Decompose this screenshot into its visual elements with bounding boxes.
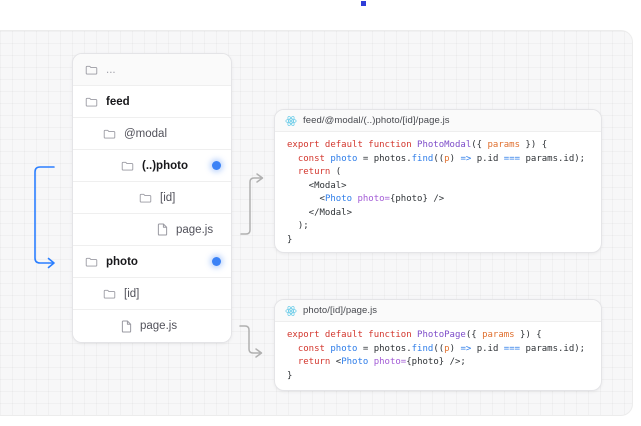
react-icon <box>285 115 297 127</box>
code-snippet-card: photo/[id]/page.js export default functi… <box>274 299 602 391</box>
folder-icon <box>103 128 116 140</box>
file-tree: ... feed @modal <box>72 53 232 343</box>
tree-label: photo <box>106 255 138 268</box>
file-icon <box>121 319 132 333</box>
tree-label: ... <box>106 63 116 76</box>
folder-icon <box>103 288 116 300</box>
tree-row: [id] <box>73 278 231 310</box>
text-cursor-mark <box>361 1 366 6</box>
tree-label: page.js <box>176 223 214 236</box>
tree-row: photo <box>73 246 231 278</box>
folder-icon <box>85 64 98 76</box>
code-snippet-header: photo/[id]/page.js <box>275 300 601 322</box>
tree-label: feed <box>106 95 130 108</box>
code-snippet-header: feed/@modal/(..)photo/[id]/page.js <box>275 110 601 132</box>
code-body: export default function PhotoModal({ par… <box>287 140 586 245</box>
code-filename: feed/@modal/(..)photo/[id]/page.js <box>303 115 450 126</box>
tree-label: @modal <box>124 127 167 140</box>
file-icon <box>157 223 168 236</box>
folder-icon <box>85 96 98 108</box>
code-snippet-card: feed/@modal/(..)photo/[id]/page.js expor… <box>274 109 602 253</box>
tree-row: @modal <box>73 118 231 150</box>
active-route-dot <box>212 257 221 266</box>
tree-row: page.js <box>73 214 231 246</box>
tree-row: page.js <box>73 310 231 342</box>
tree-row: feed <box>73 86 231 118</box>
tree-row: (..)photo <box>73 150 231 182</box>
folder-icon <box>85 256 98 268</box>
folder-icon <box>139 192 152 204</box>
active-route-dot <box>212 161 221 170</box>
page-code-connector-arrow <box>239 325 263 358</box>
tree-label: [id] <box>124 287 140 300</box>
tree-label: page.js <box>140 320 178 332</box>
tree-label: [id] <box>160 191 176 204</box>
react-icon <box>285 305 297 317</box>
intercept-route-arrow <box>34 166 55 269</box>
tree-row: [id] <box>73 182 231 214</box>
tree-label: (..)photo <box>142 159 188 172</box>
grid-panel: ... feed @modal <box>0 30 633 416</box>
modal-code-connector-arrow <box>240 173 264 235</box>
tree-row: ... <box>73 54 231 86</box>
code-body: export default function PhotoPage({ para… <box>287 330 586 381</box>
code-filename: photo/[id]/page.js <box>303 305 378 316</box>
folder-icon <box>121 160 134 172</box>
